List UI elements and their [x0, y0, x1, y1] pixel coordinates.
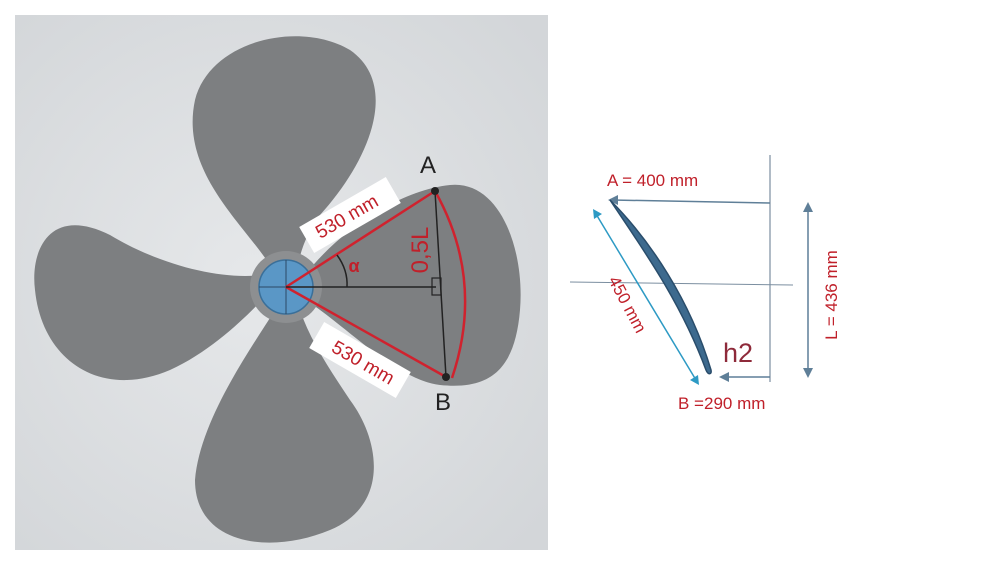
- angle-label: α: [348, 256, 359, 276]
- blade-top: [192, 36, 376, 265]
- blade-right: [305, 184, 521, 386]
- blade-section-diagram: [569, 155, 813, 385]
- blade-left: [34, 225, 262, 381]
- propeller-blades: [34, 36, 521, 543]
- right-angle-marker: [431, 277, 442, 296]
- half-chord-label: 0,5L: [407, 227, 434, 274]
- section-b-label: B =290 mm: [678, 394, 765, 413]
- blade-profile: [609, 199, 712, 375]
- h2-label: h2: [723, 338, 753, 368]
- section-length-label: 450 mm: [604, 273, 650, 336]
- blade-bottom: [195, 310, 374, 543]
- section-height-label: L = 436 mm: [822, 250, 841, 340]
- point-a-label: A: [420, 152, 436, 179]
- section-a-label: A = 400 mm: [607, 171, 698, 190]
- angle-arc: [336, 254, 348, 288]
- point-b-label: B: [435, 389, 451, 416]
